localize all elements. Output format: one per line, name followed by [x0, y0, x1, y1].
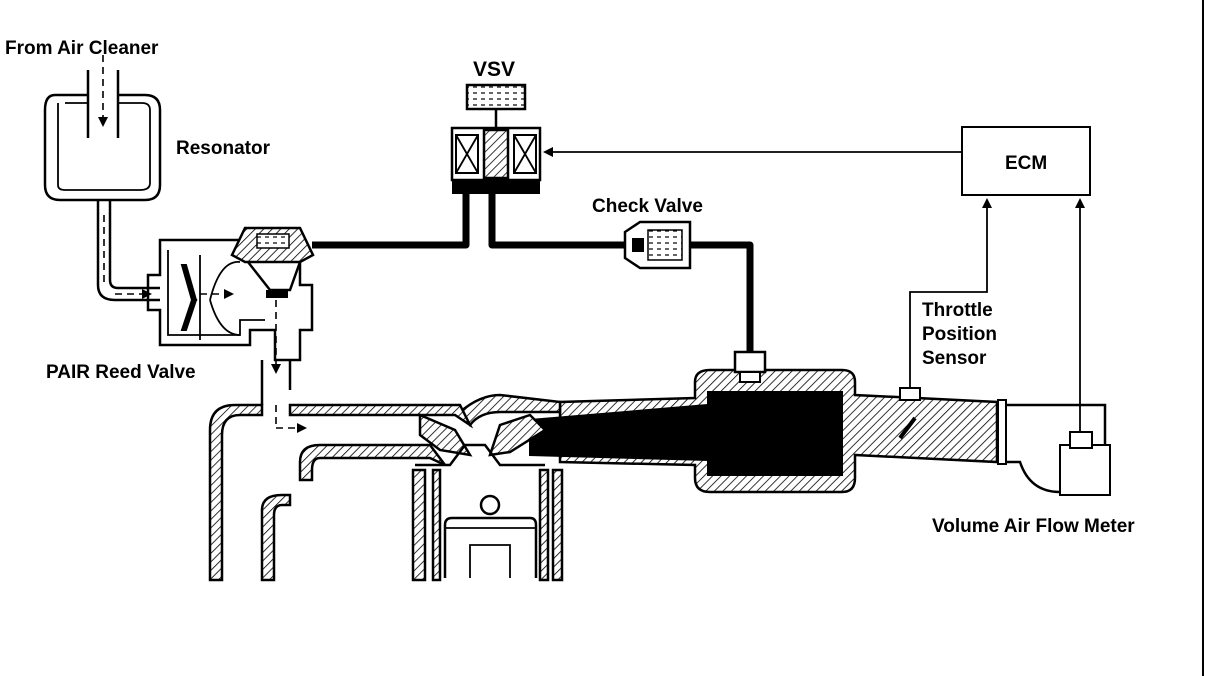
- label-pair-reed-valve: PAIR Reed Valve: [46, 362, 196, 383]
- vacuum-hoses: [312, 194, 754, 352]
- resonator: [43, 55, 162, 302]
- label-ecm: ECM: [1005, 153, 1047, 174]
- label-check-valve: Check Valve: [592, 196, 703, 217]
- signal-lines: [543, 147, 1085, 432]
- label-throttle-line3: Sensor: [922, 348, 987, 369]
- pair-reed-valve: [146, 226, 315, 405]
- label-resonator: Resonator: [176, 138, 271, 159]
- cylinder-head: [208, 403, 564, 582]
- vsv: [450, 83, 542, 194]
- label-vsv: VSV: [473, 58, 515, 81]
- check-valve: [623, 220, 692, 270]
- label-throttle-line1: Throttle: [922, 300, 993, 321]
- label-throttle-line2: Position: [922, 324, 997, 345]
- label-from-air-cleaner: From Air Cleaner: [5, 38, 159, 59]
- intake-manifold: [458, 350, 1111, 496]
- label-volume-air-flow-meter: Volume Air Flow Meter: [932, 516, 1135, 537]
- ecm-box: [961, 126, 1091, 196]
